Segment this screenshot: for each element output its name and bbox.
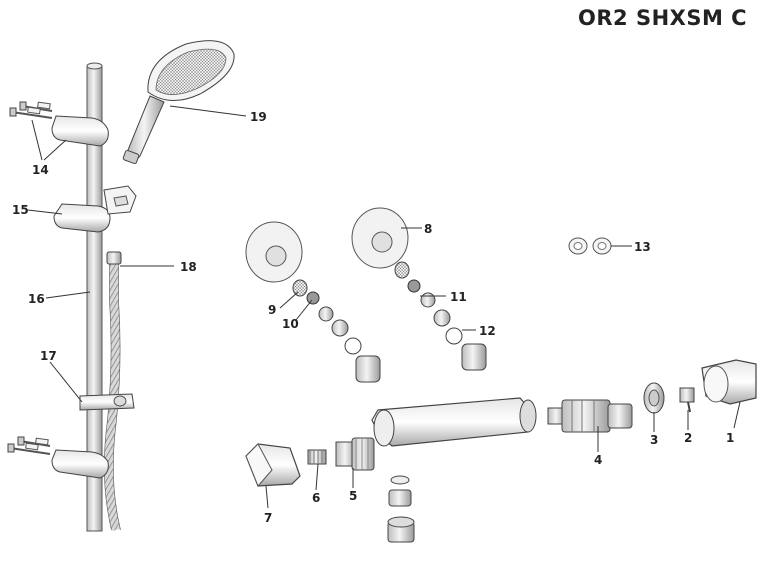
leader-lines: [27, 105, 741, 509]
outlet-nut: [388, 489, 412, 507]
callout-12: 12: [479, 324, 496, 338]
wall-screws-bottom: [7, 436, 51, 455]
callout-4: 4: [594, 453, 602, 467]
bonnet-nut: [643, 382, 665, 414]
flow-cartridge: [547, 399, 633, 433]
callout-3: 3: [650, 433, 658, 447]
callout-10: 10: [282, 317, 299, 331]
callout-9: 9: [268, 303, 276, 317]
callout-11: 11: [450, 290, 467, 304]
callout-14: 14: [32, 163, 49, 177]
wall-bracket-bottom: [51, 449, 109, 479]
wall-screws-top: [9, 101, 53, 119]
spline-adapter-left: [307, 449, 327, 465]
callout-15: 15: [12, 203, 29, 217]
model-code: OR2 SHXSM C: [578, 6, 748, 30]
wall-bracket-top: [51, 115, 109, 147]
callout-13: 13: [634, 240, 651, 254]
spare-washers: [568, 237, 612, 255]
hand-shower: [122, 40, 235, 165]
callout-2: 2: [684, 431, 692, 445]
callout-19: 19: [250, 110, 267, 124]
escutcheon-set-left: [245, 221, 381, 383]
callout-1: 1: [726, 431, 734, 445]
callout-16: 16: [28, 292, 45, 306]
callout-5: 5: [349, 489, 357, 503]
callout-6: 6: [312, 491, 320, 505]
callout-labels: 19 14 15 18 16 17 8 9 10 11 12 13 1 2 3 …: [12, 110, 734, 525]
shower-rail-assembly: [7, 40, 235, 532]
callout-8: 8: [424, 222, 432, 236]
shower-hose: [104, 258, 121, 532]
escutcheon-set-right: [351, 207, 487, 371]
hose-nut: [106, 251, 122, 265]
callout-18: 18: [180, 260, 197, 274]
flow-handle: [701, 359, 757, 405]
outlet-washer: [390, 475, 410, 485]
callout-7: 7: [264, 511, 272, 525]
callout-17: 17: [40, 349, 57, 363]
temperature-handle: [245, 443, 301, 487]
spline-adapter-right: [679, 387, 695, 413]
slider-holder: [53, 203, 111, 233]
mixer-valve-body: [371, 397, 537, 543]
thermostatic-cartridge: [335, 437, 375, 471]
